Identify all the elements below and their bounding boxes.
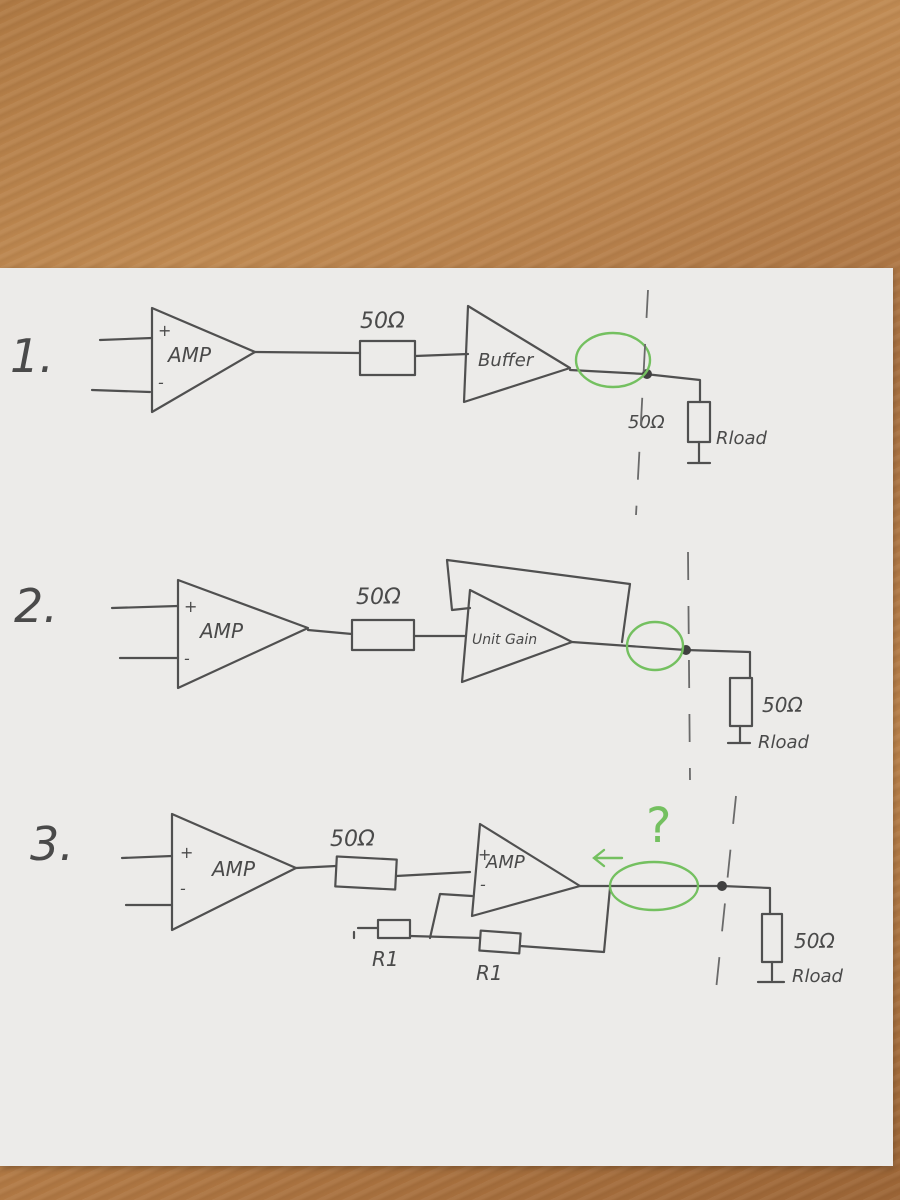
- circuit-3-inverting-wire: [428, 892, 474, 940]
- circuit-1-series-resistor-value: 50Ω: [360, 309, 405, 334]
- circuit-3-amp-label: AMP: [210, 857, 256, 881]
- circuit-3-inputs: [120, 854, 174, 907]
- circuit-3-minus: -: [180, 879, 186, 898]
- circuit-1-minus: -: [158, 373, 164, 392]
- circuit-2-boundary-line: [687, 551, 691, 781]
- circuit-1-wire-b: [413, 352, 470, 358]
- circuit-2-minus: -: [184, 649, 190, 668]
- circuit-3-second-minus: -: [480, 875, 486, 894]
- circuit-1-wire-a: [253, 350, 362, 355]
- circuit-3-r2-label: R1: [476, 961, 503, 985]
- circuit-2-inputs: [110, 604, 180, 660]
- circuit-3-direction-arrow: [592, 848, 624, 868]
- circuit-1-buffer-symbol: [462, 304, 572, 404]
- circuit-1-highlight-circle: [574, 331, 652, 389]
- circuit-2-amp-label: AMP: [198, 619, 244, 643]
- circuit-2-output-wire: [570, 640, 752, 680]
- circuit-3-load-resistor: [760, 912, 784, 964]
- circuit-3-wire-a: [294, 864, 338, 870]
- circuit-1-load-resistor: [686, 400, 712, 444]
- circuit-3-plus: +: [180, 843, 193, 862]
- circuit-3-ground: [756, 960, 786, 984]
- circuit-3-highlight-circle: [608, 860, 700, 912]
- circuit-1-load-value: 50Ω: [628, 412, 665, 433]
- circuit-3-second-amp-symbol: [470, 822, 582, 918]
- circuit-2-highlight-circle: [625, 620, 685, 672]
- circuit-3-output-node: [717, 881, 727, 891]
- circuit-1-amp-symbol: [150, 306, 257, 414]
- circuit-2-series-resistor: [350, 618, 416, 652]
- circuit-3-wire-b: [394, 870, 472, 878]
- circuit-3-boundary-line: [715, 795, 737, 991]
- circuit-1-buffer-label: Buffer: [478, 350, 535, 371]
- circuit-2-load-value: 50Ω: [762, 693, 803, 717]
- circuit-1-ground: [686, 440, 712, 465]
- circuit-2-load-label: Rload: [758, 732, 810, 753]
- circuit-2-unit-gain-symbol: [460, 588, 574, 684]
- circuit-3-r1-resistor: [376, 918, 412, 940]
- circuit-3-divider-wire: [408, 934, 482, 940]
- circuit-2-unit-gain-label: Unit Gain: [472, 632, 537, 648]
- circuit-1: 1. + - AMP 50Ω Buffer 50Ω Rload: [10, 289, 768, 516]
- circuit-1-load-label: Rload: [716, 428, 768, 449]
- circuit-3-r2-resistor: [478, 929, 522, 955]
- circuit-1-plus: +: [158, 321, 171, 340]
- circuit-3-series-resistor-value: 50Ω: [330, 827, 375, 852]
- circuit-2-series-resistor-value: 50Ω: [356, 585, 401, 610]
- circuit-1-inputs: [90, 336, 154, 394]
- circuit-3-series-resistor: [334, 855, 398, 891]
- circuit-1-output-wire: [568, 368, 702, 404]
- circuit-3-question-mark: ?: [646, 798, 671, 854]
- circuit-3-feedback-wire: [518, 886, 612, 954]
- circuit-3-load-value: 50Ω: [794, 929, 835, 953]
- circuit-3-load-label: Rload: [792, 966, 844, 987]
- circuit-2-number: 2.: [14, 579, 58, 633]
- circuit-2-wire-a: [306, 628, 354, 636]
- circuit-3-amp-symbol: [170, 812, 298, 932]
- circuit-2-ground: [726, 724, 752, 745]
- circuit-3-second-plus: +: [478, 845, 491, 864]
- circuit-2-amp-symbol: [176, 578, 310, 690]
- circuit-3-number: 3.: [30, 817, 74, 871]
- circuit-1-boundary-line: [635, 289, 649, 516]
- circuit-2: 2. + - AMP 50Ω Unit Gain 50Ω Rload: [14, 551, 810, 781]
- circuit-1-number: 1.: [10, 329, 54, 383]
- circuit-1-series-resistor: [358, 339, 417, 377]
- circuit-2-plus: +: [184, 597, 197, 616]
- paper-sheet: [0, 268, 893, 1166]
- circuit-3: 3. + - AMP 50Ω + - AMP R1 R1 50Ω Rload ?: [30, 795, 844, 991]
- circuit-2-feedback-loop: [445, 558, 632, 644]
- circuit-3-r1-label: R1: [372, 947, 399, 971]
- circuit-3-ground-stub: [352, 926, 380, 940]
- circuit-3-second-amp-label: AMP: [485, 852, 525, 873]
- circuit-1-amp-label: AMP: [166, 343, 212, 367]
- circuit-2-load-resistor: [728, 676, 754, 728]
- circuit-3-output-wire: [578, 884, 772, 916]
